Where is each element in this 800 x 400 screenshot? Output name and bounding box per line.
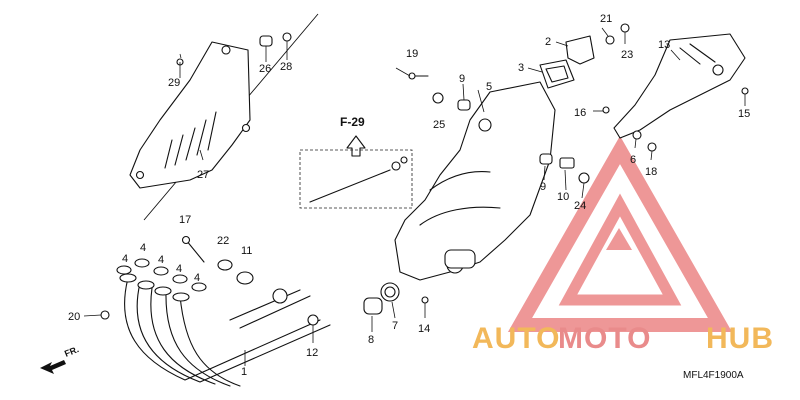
callout-8: 8: [368, 334, 374, 346]
callout-28: 28: [280, 61, 292, 73]
callout-27: 27: [197, 169, 209, 181]
callout-7: 7: [392, 320, 398, 332]
callout-23: 23: [621, 49, 633, 61]
callout-11: 11: [241, 245, 252, 257]
part-9-rubber-lower: [539, 153, 553, 165]
callout-14: 14: [418, 323, 430, 335]
front-arrow: [40, 360, 66, 374]
callout-21: 21: [600, 13, 612, 25]
callout-20: 20: [68, 311, 80, 323]
part-14-bolt: [421, 296, 429, 318]
watermark-hub: HUB: [706, 322, 774, 355]
callout-25: 25: [433, 119, 445, 131]
part-23-bolt: [620, 23, 630, 44]
part-2-bracket: [565, 35, 595, 65]
callout-16: 16: [574, 107, 586, 119]
part-13-upper-cover: [613, 33, 746, 139]
part-18-grommet: [647, 142, 657, 152]
part-27-cover: [129, 41, 251, 189]
part-20-nut: [100, 310, 110, 320]
callout-6: 6: [630, 154, 636, 166]
watermark-moto: MOTO: [558, 322, 651, 355]
callout-1: 1: [241, 366, 247, 378]
part-17-stud: [181, 235, 205, 263]
callout-4d: 4: [194, 272, 200, 284]
part-3-gasket: [539, 59, 575, 89]
watermark-brand: AUTO MOTO HUB: [472, 322, 774, 355]
callout-29: 29: [168, 77, 180, 89]
part-24-nut: [578, 172, 590, 184]
callout-22: 22: [217, 235, 229, 247]
callout-18: 18: [645, 166, 657, 178]
part-8-joint: [363, 297, 383, 315]
part-5-muffler: [394, 81, 556, 281]
part-15-bolt: [741, 87, 749, 106]
reference-label: F-29: [340, 115, 365, 129]
front-label: FR.: [63, 344, 80, 359]
part-7-clamp: [380, 282, 400, 302]
callout-19: 19: [406, 48, 418, 60]
part-16-bolt: [593, 106, 610, 114]
callout-15: 15: [738, 108, 750, 120]
diagram-code: MFL4F1900A: [683, 370, 744, 381]
part-rod: [309, 156, 408, 203]
part-9-rubber-upper: [457, 99, 471, 111]
part-4-gaskets: [116, 258, 207, 292]
part-29-bolt: [176, 58, 184, 78]
part-6-collar: [632, 130, 642, 140]
part-12-bolt: [307, 314, 319, 343]
callout-26: 26: [259, 63, 271, 75]
part-10-collar: [559, 157, 575, 169]
watermark-logo: [507, 135, 733, 332]
callout-2: 2: [545, 36, 551, 48]
callout-13: 13: [658, 39, 670, 51]
reference-f29: [299, 135, 413, 209]
callout-10: 10: [557, 191, 569, 203]
callout-5: 5: [486, 81, 492, 93]
callout-12: 12: [306, 347, 318, 359]
part-19-bolt: [408, 72, 429, 80]
callout-4a: 4: [140, 242, 146, 254]
callout-24: 24: [574, 200, 586, 212]
part-28-collar: [282, 32, 292, 60]
watermark-auto: AUTO: [472, 322, 560, 355]
callout-9a: 9: [459, 73, 465, 85]
part-26-grommet: [259, 35, 273, 62]
callout-4b: 4: [158, 254, 164, 266]
leader-lines: [83, 27, 681, 366]
callout-9b: 9: [540, 181, 546, 193]
part-21-nut: [605, 35, 615, 45]
part-1-exhaust-pipes: [119, 273, 331, 387]
part-11-rubber: [236, 271, 254, 285]
part-25-washer: [432, 92, 444, 104]
callout-3: 3: [518, 62, 524, 74]
part-22-rubber: [217, 259, 233, 271]
callouts: 1 2 3 4 4 4 4 4 5 6 7 8 9 9 10 11 12 13 …: [68, 13, 750, 378]
callout-4e: 4: [122, 253, 128, 265]
callout-4c: 4: [176, 263, 182, 275]
callout-17: 17: [179, 214, 191, 226]
